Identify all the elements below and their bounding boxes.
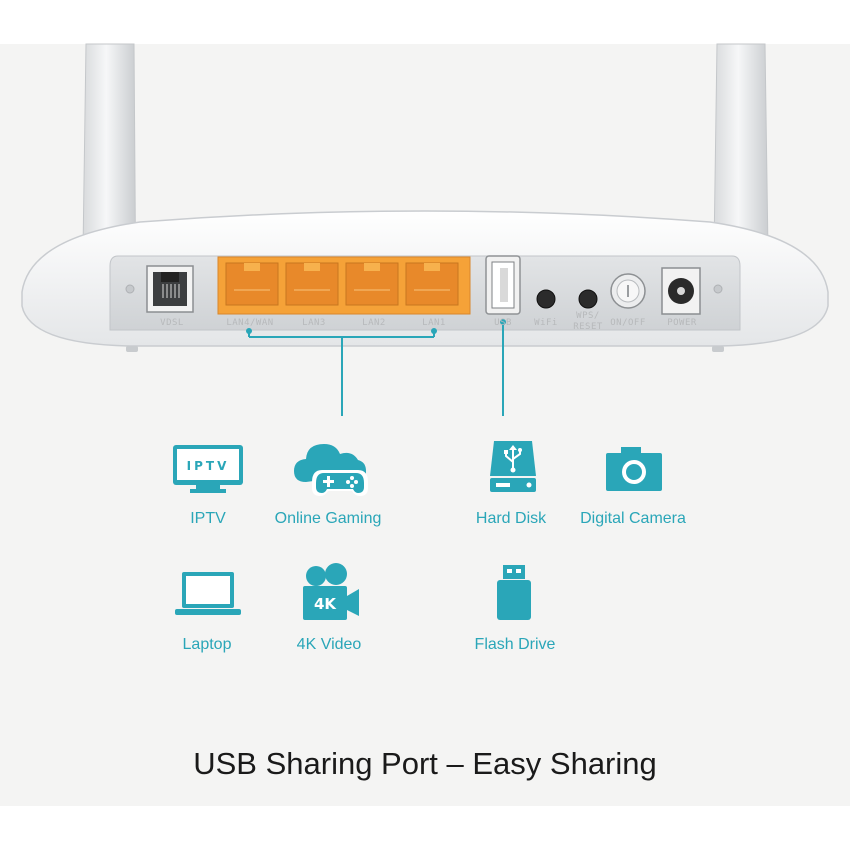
tv-icon (172, 444, 244, 496)
port-label-power: POWER (667, 318, 697, 328)
device-label-laptop: Laptop (182, 636, 232, 653)
port-label-lan2: LAN2 (362, 318, 386, 328)
port-label-reset: RESET (573, 322, 603, 332)
lan-connector-extension (341, 380, 343, 416)
device-label-iptv: IPTV (190, 510, 226, 527)
router-rear-view (0, 0, 850, 380)
port-label-vdsl: VDSL (160, 318, 184, 328)
video-camera-icon (302, 562, 360, 622)
background-panel (0, 44, 850, 806)
router-illustration (21, 43, 829, 380)
caption-title: USB Sharing Port – Easy Sharing (193, 746, 657, 781)
wifi-button (536, 289, 556, 309)
port-label-lan3: LAN3 (302, 318, 326, 328)
device-label-online-gaming: Online Gaming (274, 510, 382, 527)
device-label-hard-disk: Hard Disk (475, 510, 547, 527)
device-label-digital-camera: Digital Camera (580, 510, 686, 527)
tv-icon-text: IPTV (186, 459, 230, 473)
camera-icon (605, 446, 663, 492)
device-label-flash-drive: Flash Drive (474, 636, 556, 653)
device-label-4k-video: 4K Video (296, 636, 362, 653)
port-label-on-off: ON/OFF (610, 318, 646, 328)
laptop-icon (174, 571, 242, 617)
port-label-lan1: LAN1 (422, 318, 446, 328)
usb-flash-drive-icon (496, 564, 532, 622)
port-label-wifi: WiFi (534, 318, 558, 328)
port-label-wps: WPS/ (576, 311, 600, 321)
wps-reset-button (578, 289, 598, 309)
port-label-lan4-wan: LAN4/WAN (226, 318, 274, 328)
video-camera-icon-text: 4K (313, 595, 337, 613)
port-label-usb: USB (494, 318, 512, 328)
usb-connector-extension (502, 380, 504, 416)
cloud-gamepad-icon (292, 438, 370, 498)
hard-disk-icon (488, 440, 538, 494)
